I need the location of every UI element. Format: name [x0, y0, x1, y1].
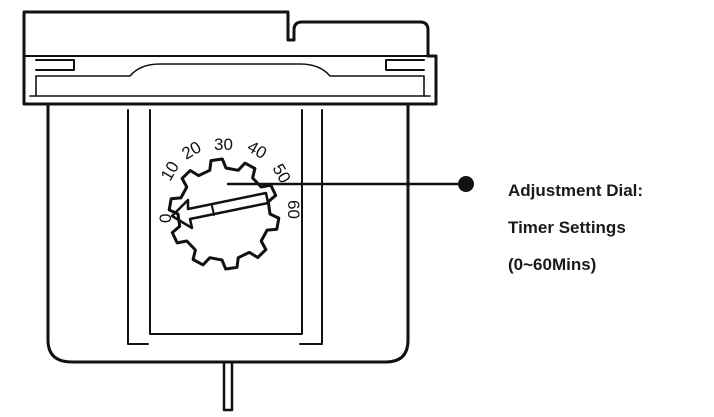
- body-right-panel-edge: [299, 109, 323, 345]
- callout-range: (0~60Mins): [508, 255, 597, 274]
- callout-title: Adjustment Dial:: [508, 181, 644, 200]
- dial-label-30: 30: [214, 135, 233, 154]
- dial-label-50: 50: [269, 161, 295, 187]
- device-body: [46, 102, 410, 364]
- dial-label-40: 40: [244, 137, 270, 163]
- body-center-panel: [149, 109, 303, 335]
- lid-left-tab: [35, 59, 75, 71]
- lid-inner-contour: [35, 63, 425, 97]
- lid-right-tab: [385, 59, 425, 71]
- callout-dot: [458, 176, 474, 192]
- callout-label: Adjustment Dial: Timer Settings (0~60Min…: [508, 172, 643, 283]
- callout-subtitle: Timer Settings: [508, 218, 626, 237]
- body-left-panel-edge: [127, 109, 149, 345]
- dial-label-20: 20: [179, 138, 205, 164]
- dial-label-10: 10: [157, 158, 183, 184]
- dial-gear: [167, 157, 281, 271]
- dial-arrow-icon: [170, 191, 270, 230]
- device-lid: [22, 10, 438, 106]
- dial-label-60: 60: [284, 200, 303, 219]
- dial-arrow-notch: [211, 205, 215, 216]
- bottom-stem: [222, 360, 234, 412]
- dial-label-0: 0: [156, 214, 175, 223]
